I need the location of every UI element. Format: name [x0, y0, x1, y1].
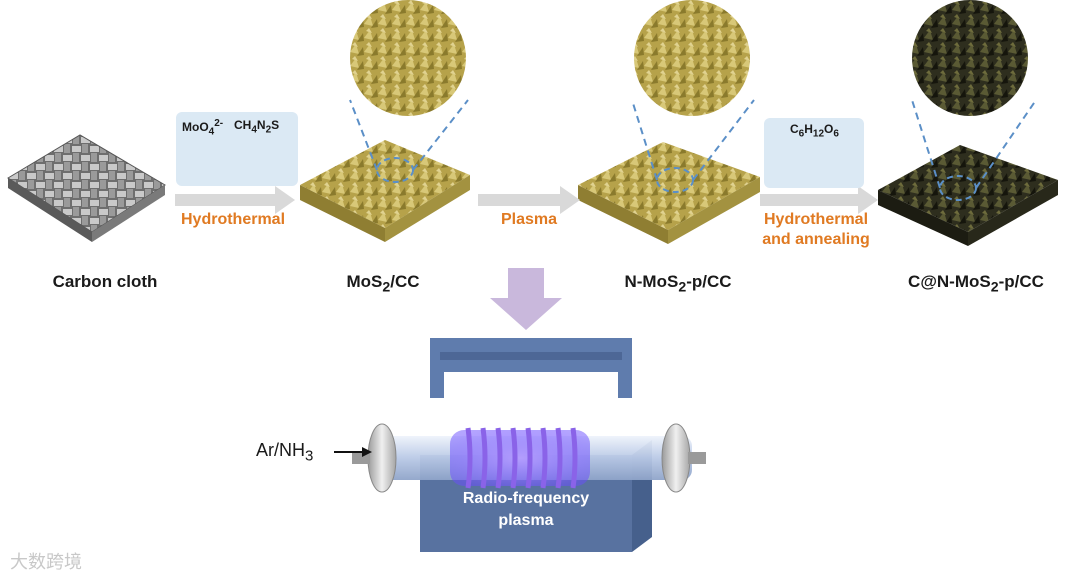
- stage-name: N-MoS: [624, 272, 679, 291]
- mos2-cc-image: [300, 0, 470, 242]
- arrow-plasma: [478, 186, 580, 214]
- c-n-mos2-p-cc-image: [878, 0, 1058, 246]
- gas-sub: 3: [305, 447, 314, 465]
- reactor-label-line-1: Radio-frequency: [462, 490, 590, 507]
- plasma-reactor: [352, 338, 706, 552]
- stage-name: C@N-MoS: [908, 272, 991, 291]
- n-mos2-p-cc-image: [578, 0, 760, 244]
- glucose-part: 6: [798, 128, 805, 140]
- stage-name-sub: 2: [678, 279, 687, 296]
- gas-inlet-label: Ar/NH3: [256, 440, 313, 465]
- gas-base: Ar/NH: [256, 440, 305, 460]
- step-label-plasma: Plasma: [500, 211, 558, 228]
- molybdate-base: MoO: [182, 120, 209, 134]
- arrow-hydrothermal-annealing: [760, 186, 878, 214]
- step-label-line-1: Hydrothermal: [763, 211, 869, 228]
- stage-name-tail: -p/CC: [998, 272, 1044, 291]
- glucose-part: 12: [812, 128, 825, 140]
- glucose-formula: C6H12O6: [790, 122, 839, 139]
- stage-name-tail: /CC: [390, 272, 420, 291]
- thiourea-part: N: [256, 118, 266, 132]
- stage-label-n-mos2-p-cc: N-MoS2-p/CC: [598, 272, 758, 295]
- stage-label-carbon-cloth: Carbon cloth: [30, 272, 180, 292]
- thiourea-formula: CH4N2S: [234, 118, 279, 135]
- stage-name-sub: 2: [990, 279, 999, 296]
- stage-name: Carbon cloth: [52, 272, 158, 291]
- glucose-part: H: [804, 122, 813, 136]
- stage-name-sub: 2: [382, 279, 391, 296]
- stage-label-mos2-cc: MoS2/CC: [318, 272, 448, 295]
- thiourea-part: 4: [251, 124, 257, 136]
- gas-inlet-arrow: [334, 447, 372, 457]
- reactor-label-line-2: plasma: [498, 512, 554, 529]
- thiourea-part: 2: [265, 124, 272, 136]
- carbon-cloth-image: [7, 134, 166, 242]
- reactor-label: Radio-frequency plasma: [420, 488, 632, 532]
- thiourea-part: CH: [234, 118, 252, 132]
- stage-name: MoS: [346, 272, 383, 291]
- molybdate-formula: MoO42-: [182, 118, 223, 137]
- reagent-box-glucose: [764, 118, 864, 188]
- stage-name-tail: -p/CC: [686, 272, 732, 291]
- glucose-part: C: [790, 122, 799, 136]
- watermark: 大数跨境: [10, 552, 82, 572]
- glucose-part: 6: [833, 128, 839, 140]
- step-label-hydrothermal-annealing: Hydrothermal and annealing: [748, 210, 884, 250]
- down-arrow: [490, 268, 562, 330]
- molybdate-sup: 2-: [214, 118, 224, 129]
- stage-label-c-n-mos2-p-cc: C@N-MoS2-p/CC: [888, 272, 1064, 295]
- step-label-line-2: and annealing: [762, 231, 870, 248]
- step-label-hydrothermal: Hydrothermal: [180, 211, 286, 228]
- reagent-box-sulfidation: [176, 112, 298, 186]
- thiourea-part: S: [271, 118, 280, 132]
- glucose-part: O: [824, 122, 834, 136]
- arrow-hydrothermal: [175, 186, 295, 214]
- molybdate-sub: 4: [208, 126, 215, 138]
